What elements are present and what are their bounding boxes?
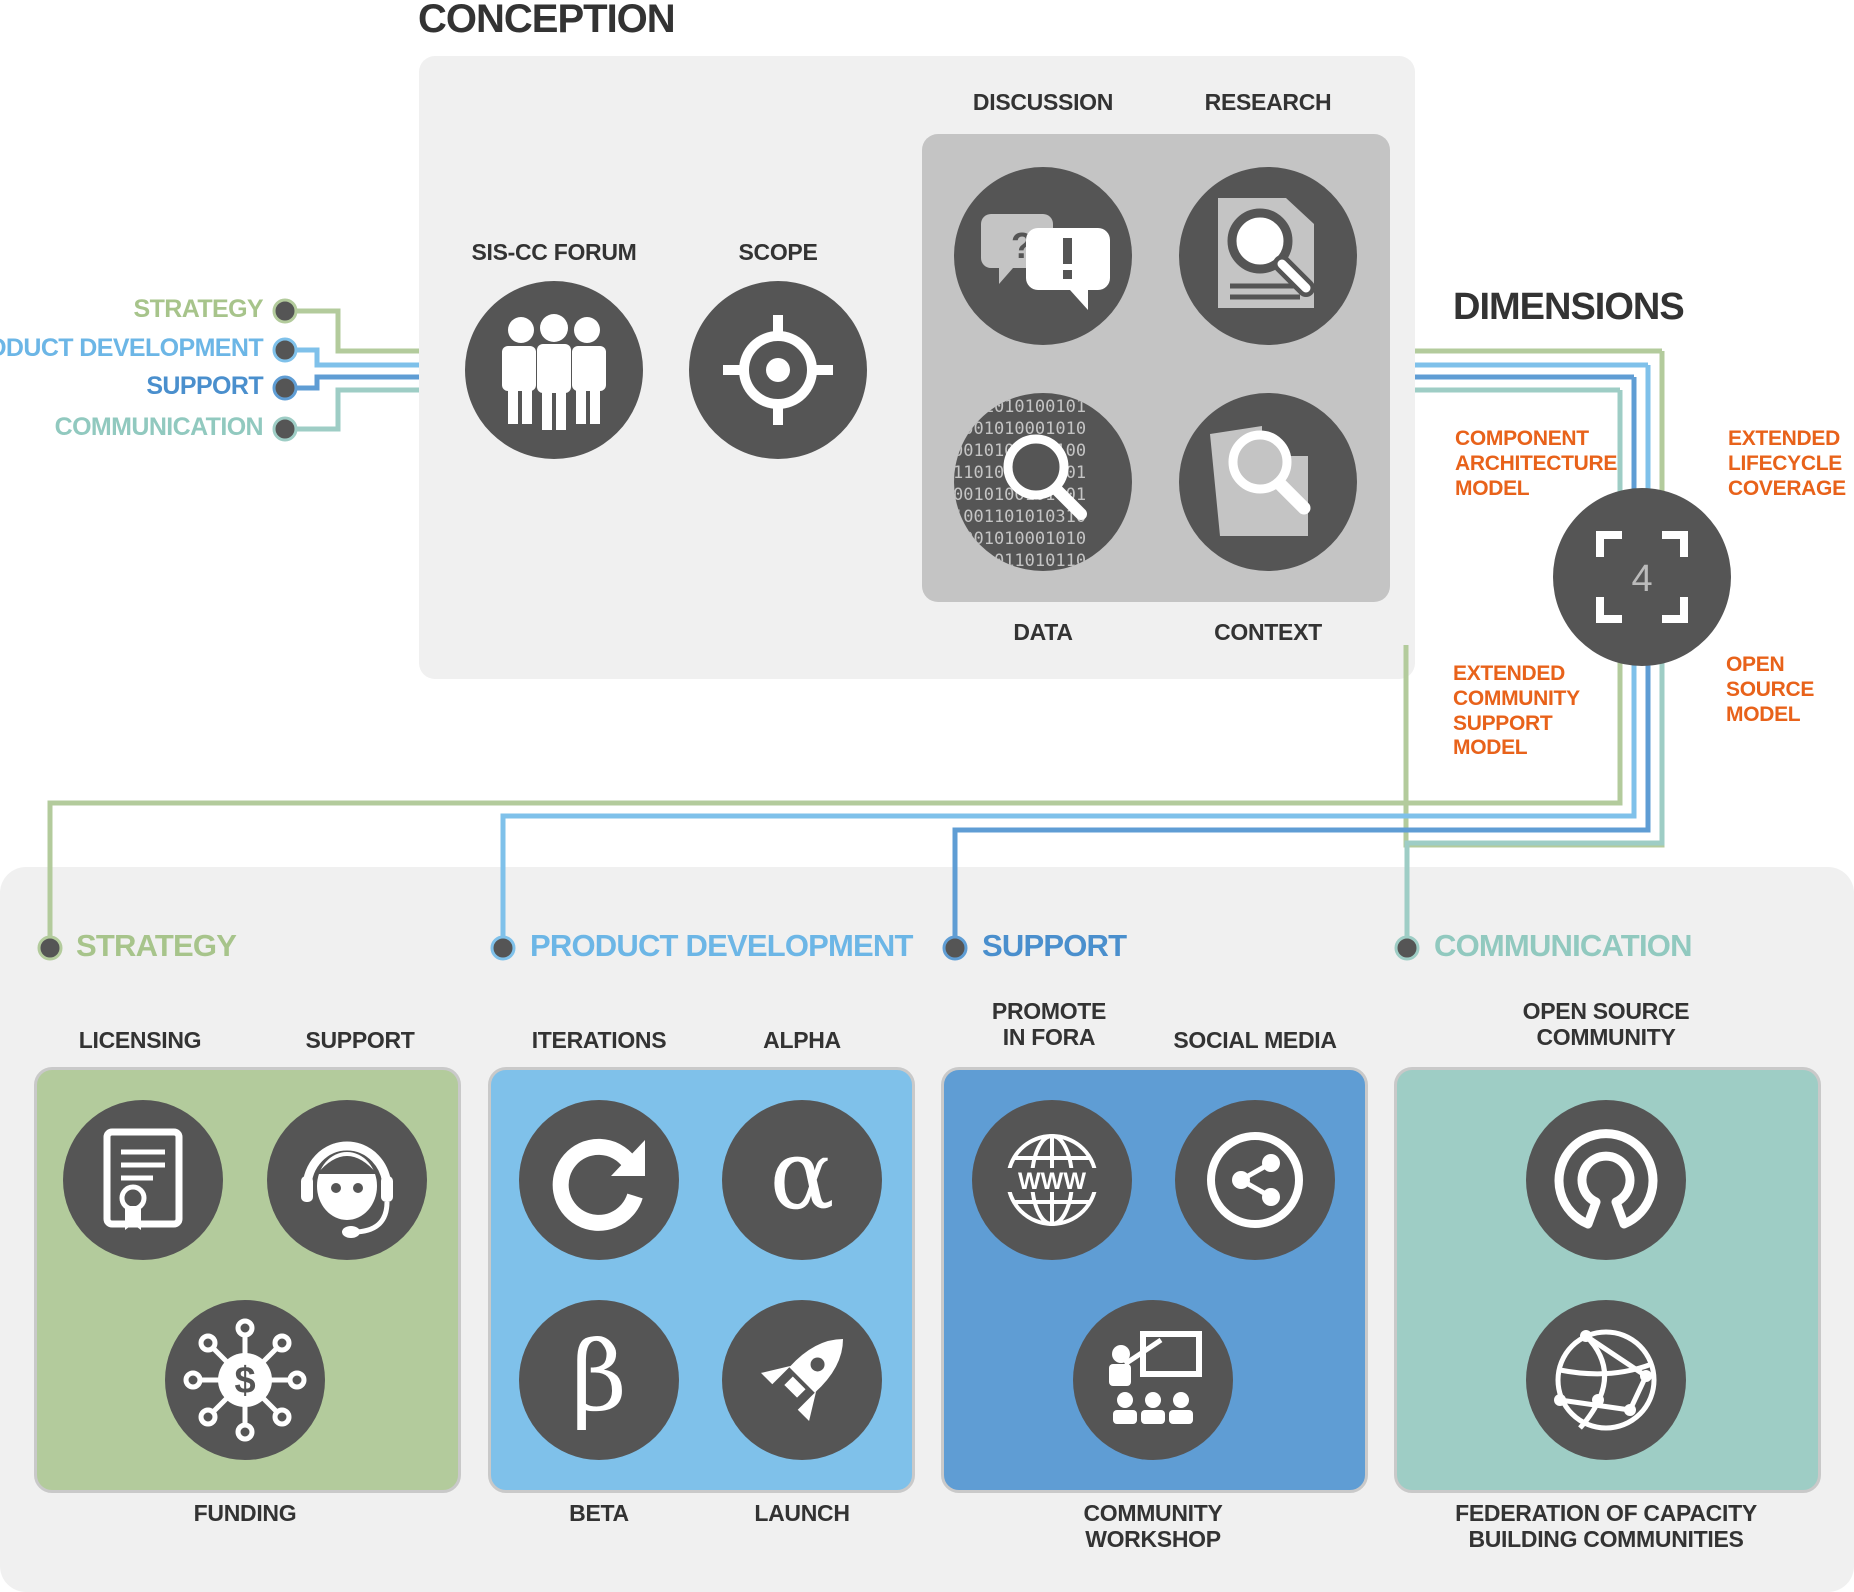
discussion-label: DISCUSSION [972,89,1114,115]
refresh-icon [519,1100,679,1260]
line-support-left [285,374,419,391]
line-product-team [500,650,1637,948]
puzzle-search-icon [1179,393,1357,571]
beta-label: BETA [569,1500,629,1526]
context-label: CONTEXT [1214,619,1322,645]
line-communication-team [1404,650,1665,948]
scope-label: SCOPE [738,239,818,265]
connector-lines [47,308,1665,948]
data-label: DATA [1013,619,1073,645]
alpha-label: ALPHA [763,1027,841,1053]
svg-text:0101011010110: 0101011010110 [953,551,1086,571]
svg-text:1001010001010: 1001010001010 [953,419,1086,439]
legend-support: SUPPORT [146,372,263,400]
legend-strategy: STRATEGY [133,295,264,323]
research-label: RESEARCH [1204,89,1332,115]
presentation-icon [1073,1300,1233,1460]
svg-text:1001101010310: 1001101010310 [953,507,1086,527]
open-source-icon [1526,1100,1686,1260]
support-title: SUPPORT [982,928,1127,963]
headset-icon [267,1100,427,1260]
line-strategy-team [47,650,1623,948]
iterations-label: ITERATIONS [531,1027,667,1053]
certificate-icon [63,1100,223,1260]
product-development-title: PRODUCT DEVELOPMENT [530,928,913,963]
legend-dots [37,298,1420,961]
document-search-icon [1179,167,1357,345]
svg-text:1001010001010: 1001010001010 [953,529,1086,549]
speech-bubbles-icon: ? [954,167,1132,345]
svg-text:WWW: WWW [1018,1168,1086,1195]
svg-text:0101010100101: 0101010100101 [953,397,1086,417]
line-communication-left [285,387,419,432]
line-strategy-left [285,308,419,354]
binary-search-icon: 0101010100101 1001010001010 001010101010… [953,393,1132,571]
communication-title: COMMUNICATION [1434,928,1692,963]
share-icon [1175,1100,1335,1260]
dimensions-title: DIMENSIONS [1453,286,1685,328]
people-icon [465,281,643,459]
www-globe-icon: WWW [972,1100,1132,1260]
svg-text:β: β [571,1321,627,1433]
svg-text:$: $ [234,1360,255,1402]
alpha-icon: α [722,1100,882,1260]
line-product-left [285,347,419,368]
network-globe-icon [1526,1300,1686,1460]
strategy-support-label: SUPPORT [305,1027,415,1053]
beta-icon: β [519,1300,679,1460]
sis-cc-forum-label: SIS-CC FORUM [471,239,637,265]
focus-frame-icon: 4 [1553,488,1731,666]
strategy-title: STRATEGY [76,928,237,963]
launch-label: LAUNCH [754,1500,850,1526]
licensing-label: LICENSING [78,1027,202,1053]
rocket-icon [722,1300,882,1460]
legend-communication: COMMUNICATION [54,413,264,441]
legend-product-development: PRODUCT DEVELOPMENT [0,334,264,362]
line-support-team [952,650,1651,948]
crosshair-icon [689,281,867,459]
dollar-network-icon: $ [165,1300,325,1460]
dimensions-number: 4 [1631,558,1652,600]
social-media-label: SOCIAL MEDIA [1173,1027,1337,1053]
conception-title: CONCEPTION [418,0,676,41]
funding-label: FUNDING [193,1500,297,1526]
svg-text:α: α [770,1119,835,1231]
